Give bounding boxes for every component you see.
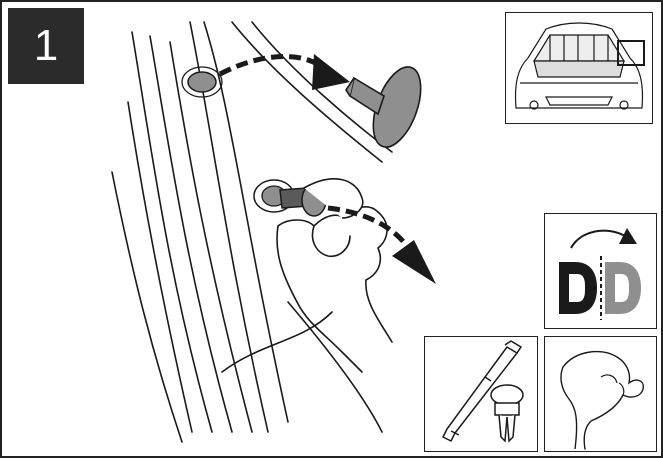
tool-panel: [424, 336, 538, 452]
panel-edge-line: [222, 312, 332, 372]
rear-car-cargo-area-icon: [506, 13, 651, 122]
panel-edge-line: [170, 42, 252, 432]
hand-outline: [277, 207, 392, 372]
turn-symbol-panel: [544, 213, 657, 329]
clip-hole-upper: [188, 72, 216, 92]
turn-over-d-symbol-icon: [545, 214, 655, 327]
arrow-head-lower: [392, 240, 436, 284]
detached-clip-icon: [346, 61, 430, 154]
step-number-badge: 1: [8, 8, 84, 84]
car-overview-panel: [505, 12, 653, 124]
hand-panel: [544, 336, 657, 452]
trim-removal-tool-and-clip-icon: [425, 337, 536, 450]
panel-edge-line: [288, 302, 382, 432]
panel-edge-line: [150, 36, 232, 432]
push-clip-icon: [491, 385, 523, 441]
panel-edge-line: [128, 102, 192, 432]
step-number: 1: [34, 21, 58, 71]
arrow-head-upper: [312, 54, 350, 90]
bare-hand-icon: [545, 337, 655, 450]
